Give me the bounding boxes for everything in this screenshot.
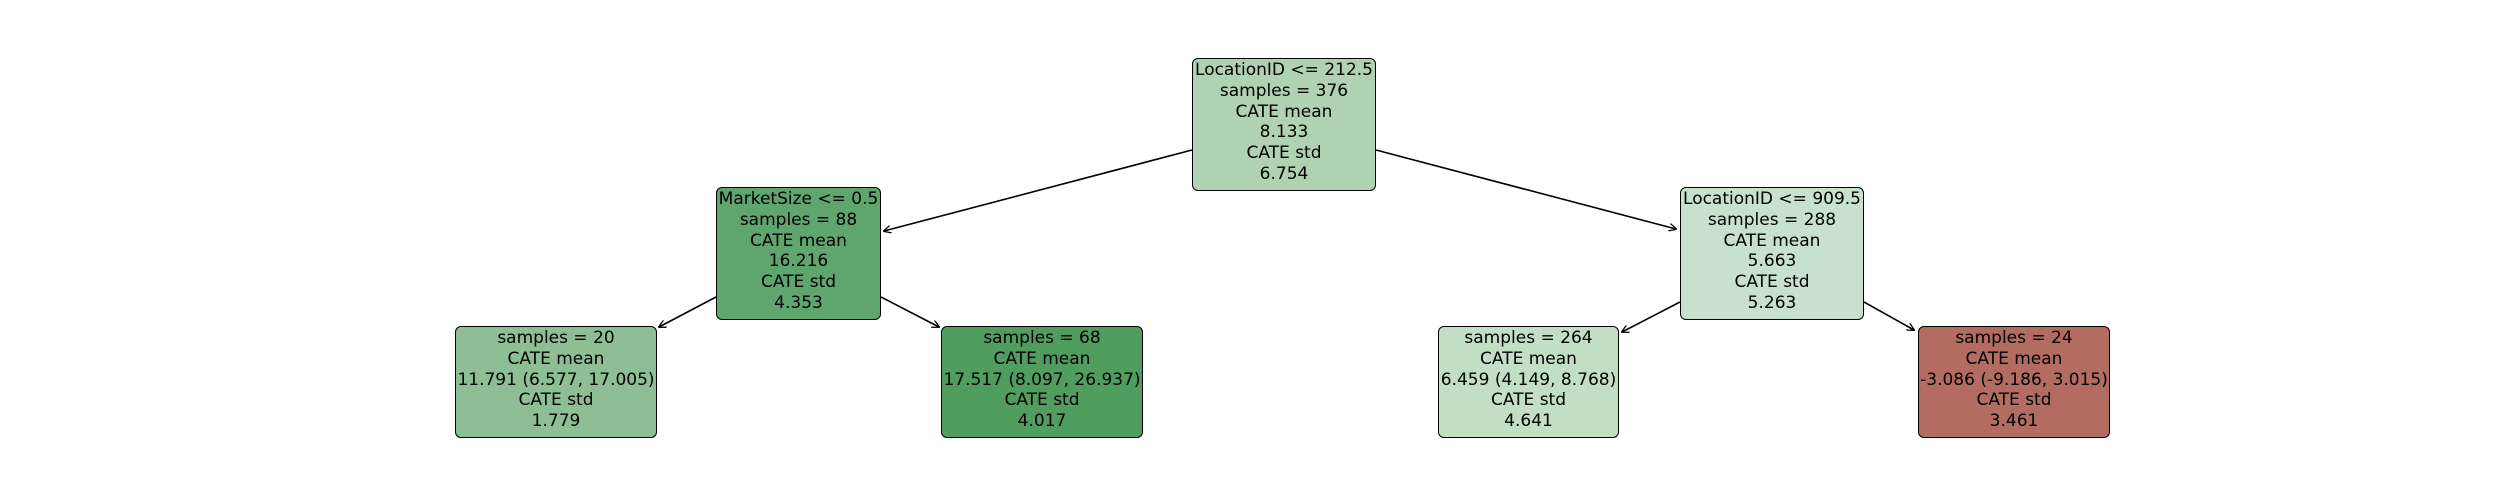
edge-root-to-right <box>1375 149 1676 229</box>
node-text-line: samples = 288 <box>1707 209 1837 230</box>
node-text-line: CATE mean <box>1965 348 2063 369</box>
node-text-line: CATE mean <box>750 230 847 251</box>
node-text-line: CATE std <box>1004 390 1080 411</box>
node-text-line: LocationID <= 212.5 <box>1195 60 1373 80</box>
node-text-line: 4.353 <box>774 292 823 313</box>
node-text-line: 5.663 <box>1747 251 1797 272</box>
node-text-line: 4.017 <box>1017 411 1067 432</box>
node-text-line: 8.133 <box>1259 122 1309 143</box>
node-text-line: -3.086 (-9.186, 3.015) <box>1920 369 2108 390</box>
node-text-line: samples = 20 <box>497 328 615 348</box>
node-text-line: 11.791 (6.577, 17.005) <box>457 369 655 390</box>
node-text-line: samples = 24 <box>1955 328 2073 348</box>
node-text-line: 4.641 <box>1504 411 1553 432</box>
node-text-line: CATE mean <box>1723 230 1821 251</box>
edge-left-to-left-right <box>880 296 939 327</box>
edge-left-to-left-left <box>659 296 717 327</box>
node-text-line: CATE std <box>1490 390 1567 411</box>
node-text-line: CATE mean <box>507 348 605 369</box>
node-text-line: CATE std <box>1734 272 1810 293</box>
node-text-line: LocationID <= 909.5 <box>1683 189 1861 209</box>
node-text-line: 5.263 <box>1747 292 1797 313</box>
node-text-line: CATE std <box>1246 143 1322 164</box>
node-text-line: CATE mean <box>1480 348 1577 369</box>
node-text-line: CATE std <box>760 272 837 293</box>
node-text-line: CATE mean <box>1235 101 1333 122</box>
node-text-line: 6.754 <box>1259 163 1309 184</box>
node-text-line: MarketSize <= 0.5 <box>718 189 879 209</box>
node-text-line: 1.779 <box>531 411 581 432</box>
node-text-line: samples = 264 <box>1464 328 1593 348</box>
node-text-line: CATE std <box>518 390 594 411</box>
edge-right-to-right-left <box>1622 301 1681 332</box>
node-text-line: 3.461 <box>1989 411 2039 432</box>
edge-root-to-left <box>884 149 1193 231</box>
edge-right-to-right-right <box>1863 301 1914 330</box>
node-text-line: samples = 88 <box>739 209 858 230</box>
node-text-line: CATE mean <box>993 348 1091 369</box>
node-text-line: CATE std <box>1976 390 2052 411</box>
node-text-line: samples = 68 <box>983 328 1101 348</box>
node-text-line: 6.459 (4.149, 8.768) <box>1440 369 1617 390</box>
node-text-line: 17.517 (8.097, 26.937) <box>943 369 1141 390</box>
node-text-line: 16.216 <box>768 251 829 272</box>
node-text-line: samples = 376 <box>1219 80 1349 101</box>
